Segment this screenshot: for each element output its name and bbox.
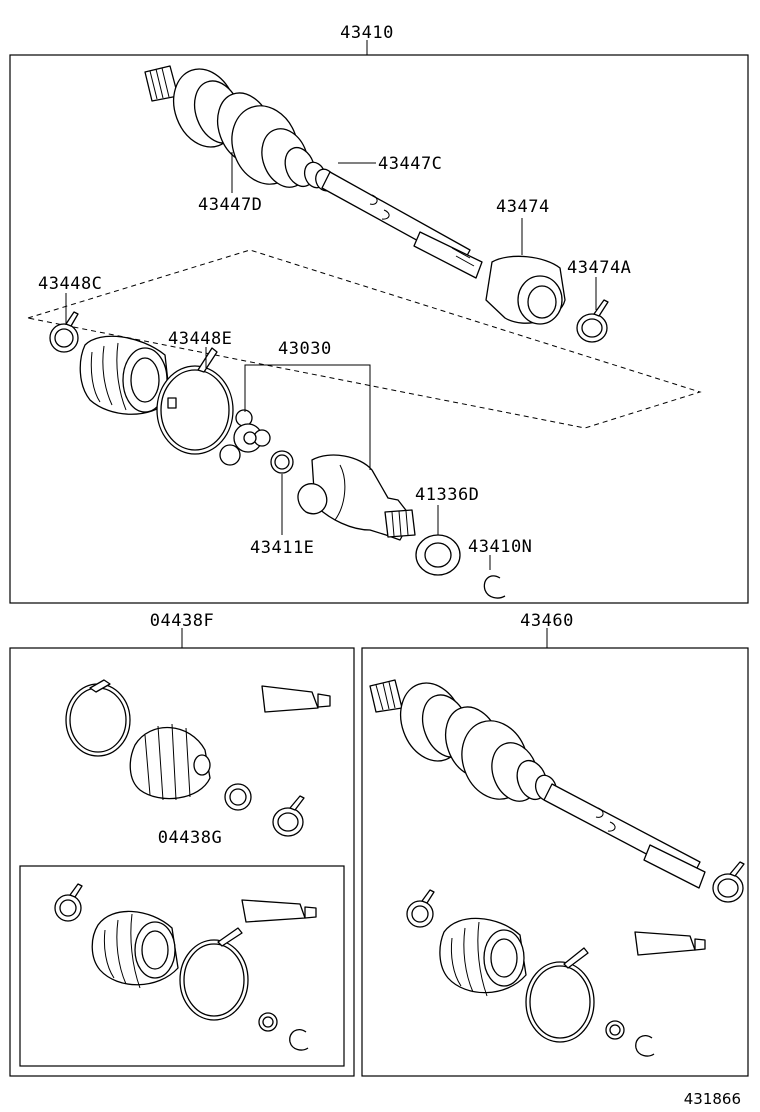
rear-kit-parts	[406, 889, 706, 1057]
oil-seal	[415, 534, 461, 576]
label-boot-kit-inner: 04438G	[158, 828, 222, 848]
label-snap-ring: 43411E	[250, 538, 314, 558]
label-dust-cover: 43474	[496, 197, 550, 217]
frame-kit-04438F	[9, 647, 355, 1077]
inboard-joint-housing	[297, 454, 416, 541]
frame-assembly-43410	[9, 54, 749, 604]
drawing-code: 431866	[684, 1090, 741, 1108]
frame-kit-04438G	[19, 865, 345, 1067]
drive-shaft-rear	[369, 679, 745, 903]
label-boot-clamp-inner: 43447C	[378, 154, 442, 174]
label-boot-clamp-outer: 43447D	[198, 195, 262, 215]
label-clamp-large: 43448E	[168, 329, 232, 349]
label-inboard-joint: 43030	[278, 339, 332, 359]
dust-cover	[485, 255, 566, 325]
frame-assembly-43460	[361, 647, 749, 1077]
label-boot-kit-outer: 04438F	[150, 611, 214, 631]
label-oil-seal: 41336D	[415, 485, 479, 505]
small-boot-clamp	[49, 311, 79, 353]
kit-dashed-outline	[27, 249, 702, 429]
large-boot-clamp	[156, 347, 234, 455]
inboard-boot	[79, 335, 171, 415]
kit-inner-boot	[54, 883, 317, 1051]
snap-ring	[270, 450, 294, 474]
label-dust-cover-clamp: 43474A	[567, 258, 631, 278]
shaft-snap-ring	[483, 575, 506, 599]
kit-outer-boot	[65, 679, 331, 837]
dust-cover-clamp	[576, 299, 609, 343]
tripod-joint	[219, 409, 271, 466]
label-assembly-main: 43410	[340, 23, 394, 43]
drive-shaft-top	[144, 65, 483, 279]
label-shaft-snap-ring: 43410N	[468, 537, 532, 557]
label-clamp-small: 43448C	[38, 274, 102, 294]
label-assembly-rear: 43460	[520, 611, 574, 631]
